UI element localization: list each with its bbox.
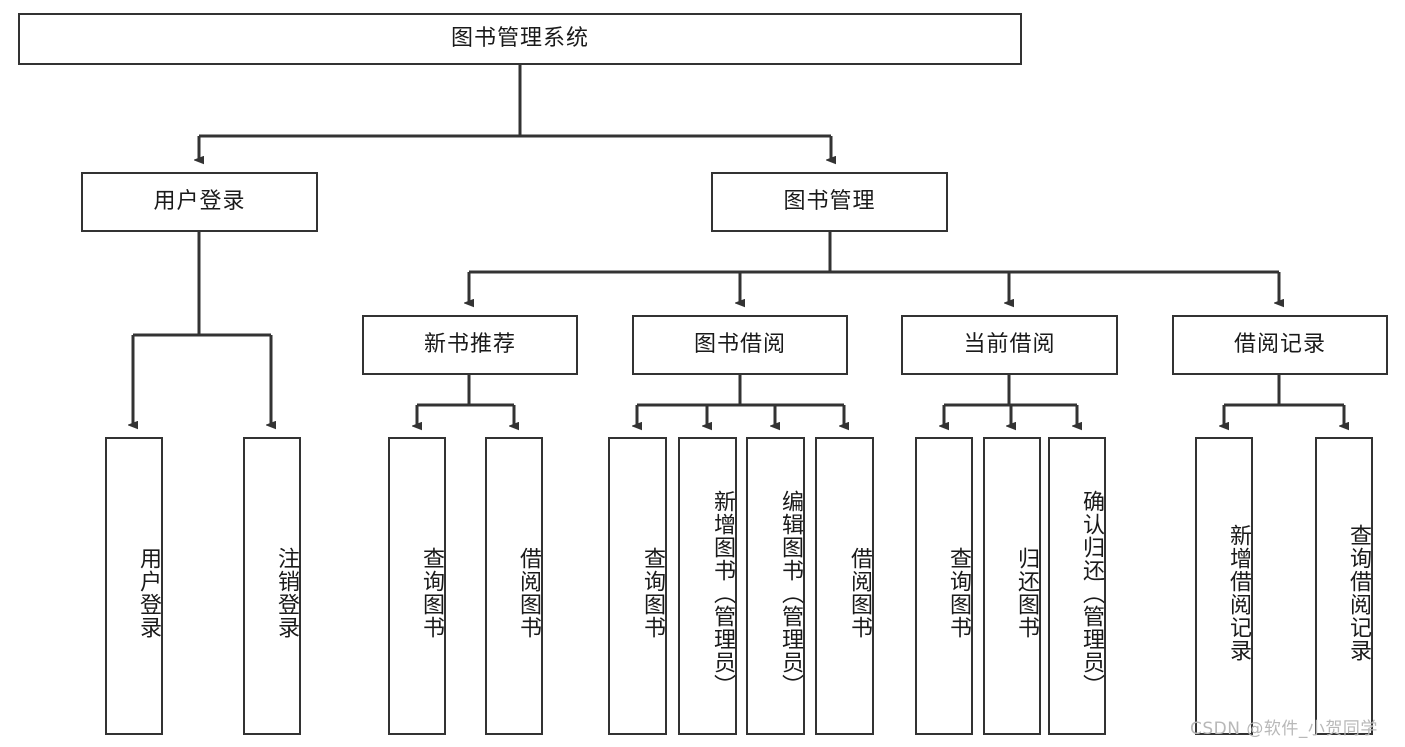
node-leaf-borrow-book-rec-label: 借阅图书 <box>516 547 541 639</box>
node-user-login-label: 用户登录 <box>153 188 246 214</box>
node-borrow-record[interactable]: 借阅记录 <box>1172 315 1388 375</box>
node-current-borrow-label: 当前借阅 <box>963 331 1056 357</box>
node-book-manage-label: 图书管理 <box>783 188 876 214</box>
node-new-book-recommend-label: 新书推荐 <box>423 331 516 357</box>
node-leaf-borrow-book-label: 借阅图书 <box>847 547 872 639</box>
node-leaf-query-borrow-record[interactable]: 查询借阅记录 <box>1315 437 1373 735</box>
node-leaf-borrow-book[interactable]: 借阅图书 <box>815 437 874 735</box>
node-leaf-add-borrow-record-label: 新增借阅记录 <box>1226 524 1251 662</box>
node-leaf-add-book-admin-label: 新增图书（管理员） <box>710 489 735 697</box>
node-new-book-recommend[interactable]: 新书推荐 <box>362 315 578 375</box>
node-leaf-return-book-label: 归还图书 <box>1014 547 1039 639</box>
node-leaf-user-login-label: 用户登录 <box>136 547 161 639</box>
node-root[interactable]: 图书管理系统 <box>18 13 1022 65</box>
node-current-borrow[interactable]: 当前借阅 <box>901 315 1118 375</box>
node-leaf-query-book-rec[interactable]: 查询图书 <box>388 437 446 735</box>
node-root-label: 图书管理系统 <box>450 25 589 51</box>
node-borrow-record-label: 借阅记录 <box>1233 331 1326 357</box>
node-book-borrow[interactable]: 图书借阅 <box>632 315 848 375</box>
node-leaf-query-book-borrow[interactable]: 查询图书 <box>608 437 667 735</box>
node-leaf-add-book-admin[interactable]: 新增图书（管理员） <box>678 437 737 735</box>
node-leaf-logout-label: 注销登录 <box>274 547 299 639</box>
node-book-manage[interactable]: 图书管理 <box>711 172 948 232</box>
node-leaf-return-book[interactable]: 归还图书 <box>983 437 1041 735</box>
node-leaf-query-book-borrow-label: 查询图书 <box>640 547 665 639</box>
node-leaf-edit-book-admin-label: 编辑图书（管理员） <box>778 489 803 697</box>
node-leaf-borrow-book-rec[interactable]: 借阅图书 <box>485 437 543 735</box>
node-leaf-edit-book-admin[interactable]: 编辑图书（管理员） <box>746 437 805 735</box>
node-leaf-logout[interactable]: 注销登录 <box>243 437 301 735</box>
csdn-watermark: CSDN @软件_小贺同学 <box>1190 719 1378 739</box>
node-leaf-confirm-return-admin-label: 确认归还（管理员） <box>1079 489 1104 697</box>
node-user-login[interactable]: 用户登录 <box>81 172 318 232</box>
node-leaf-add-borrow-record[interactable]: 新增借阅记录 <box>1195 437 1253 735</box>
node-leaf-query-book-current-label: 查询图书 <box>946 547 971 639</box>
node-leaf-query-book-current[interactable]: 查询图书 <box>915 437 973 735</box>
node-book-borrow-label: 图书借阅 <box>693 331 786 357</box>
node-leaf-user-login[interactable]: 用户登录 <box>105 437 163 735</box>
node-leaf-confirm-return-admin[interactable]: 确认归还（管理员） <box>1048 437 1106 735</box>
node-leaf-query-borrow-record-label: 查询借阅记录 <box>1346 524 1371 662</box>
node-leaf-query-book-rec-label: 查询图书 <box>419 547 444 639</box>
